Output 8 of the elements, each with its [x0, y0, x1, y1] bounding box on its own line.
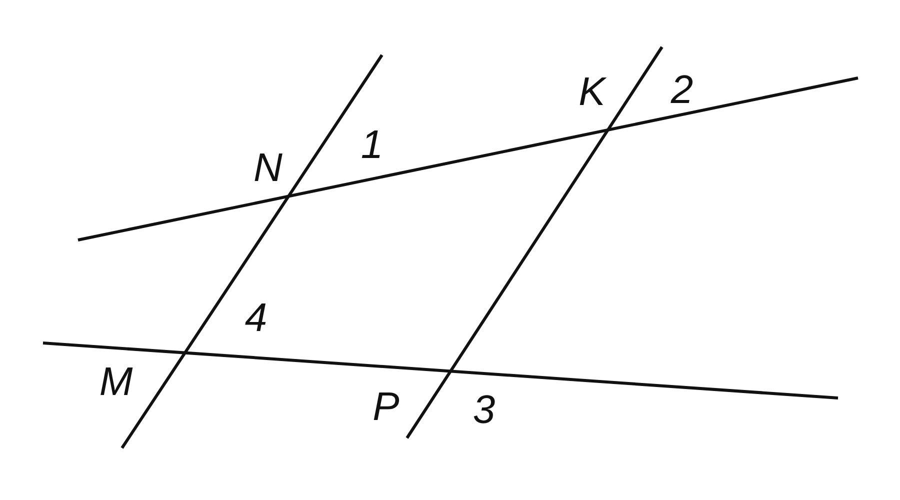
point-label: N [254, 148, 282, 188]
angle-label: 4 [244, 298, 268, 338]
point-label: P [372, 387, 400, 427]
angle-label: 1 [360, 125, 384, 165]
point-label: M [99, 362, 133, 402]
point-label: K [578, 72, 606, 112]
angle-label: 2 [670, 70, 694, 110]
angle-label: 3 [472, 390, 496, 430]
